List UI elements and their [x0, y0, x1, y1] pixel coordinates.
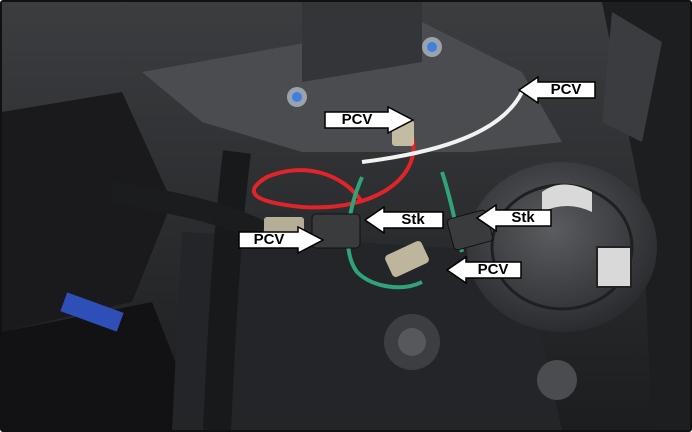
- callout-pcv-top-right: PCV: [518, 76, 596, 104]
- arrow-callout-right-icon: [238, 226, 324, 254]
- callout-pcv-left: PCV: [238, 226, 324, 254]
- connector-left: [311, 213, 361, 249]
- mounting-bracket: [142, 22, 562, 152]
- callout-label: PCV: [341, 111, 373, 128]
- callout-stk-right: Stk: [476, 204, 552, 232]
- callout-pcv-center-top: PCV: [324, 106, 414, 134]
- callout-pcv-bottom: PCV: [446, 256, 522, 284]
- arrow-callout-left-icon: [446, 256, 522, 284]
- arrow-callout-left-icon: [364, 206, 444, 234]
- arrow-callout-right-icon: [324, 106, 414, 134]
- green-wire: [346, 176, 423, 290]
- arrow-callout-left-icon: [518, 76, 596, 104]
- arrow-callout-left-icon: [476, 204, 552, 232]
- callout-stk-center: Stk: [364, 206, 444, 234]
- oil-filler-cap: [467, 162, 657, 332]
- blue-tape: [60, 292, 124, 332]
- callout-label: PCV: [550, 81, 582, 98]
- red-wire: [252, 136, 416, 210]
- callout-label: Stk: [511, 209, 535, 226]
- vacuum-hose: [203, 150, 251, 430]
- white-wire: [361, 91, 524, 164]
- callout-label: PCV: [253, 231, 285, 248]
- wiring-harness: [2, 92, 172, 332]
- callout-label: Stk: [401, 211, 425, 228]
- callout-label: PCV: [477, 261, 509, 278]
